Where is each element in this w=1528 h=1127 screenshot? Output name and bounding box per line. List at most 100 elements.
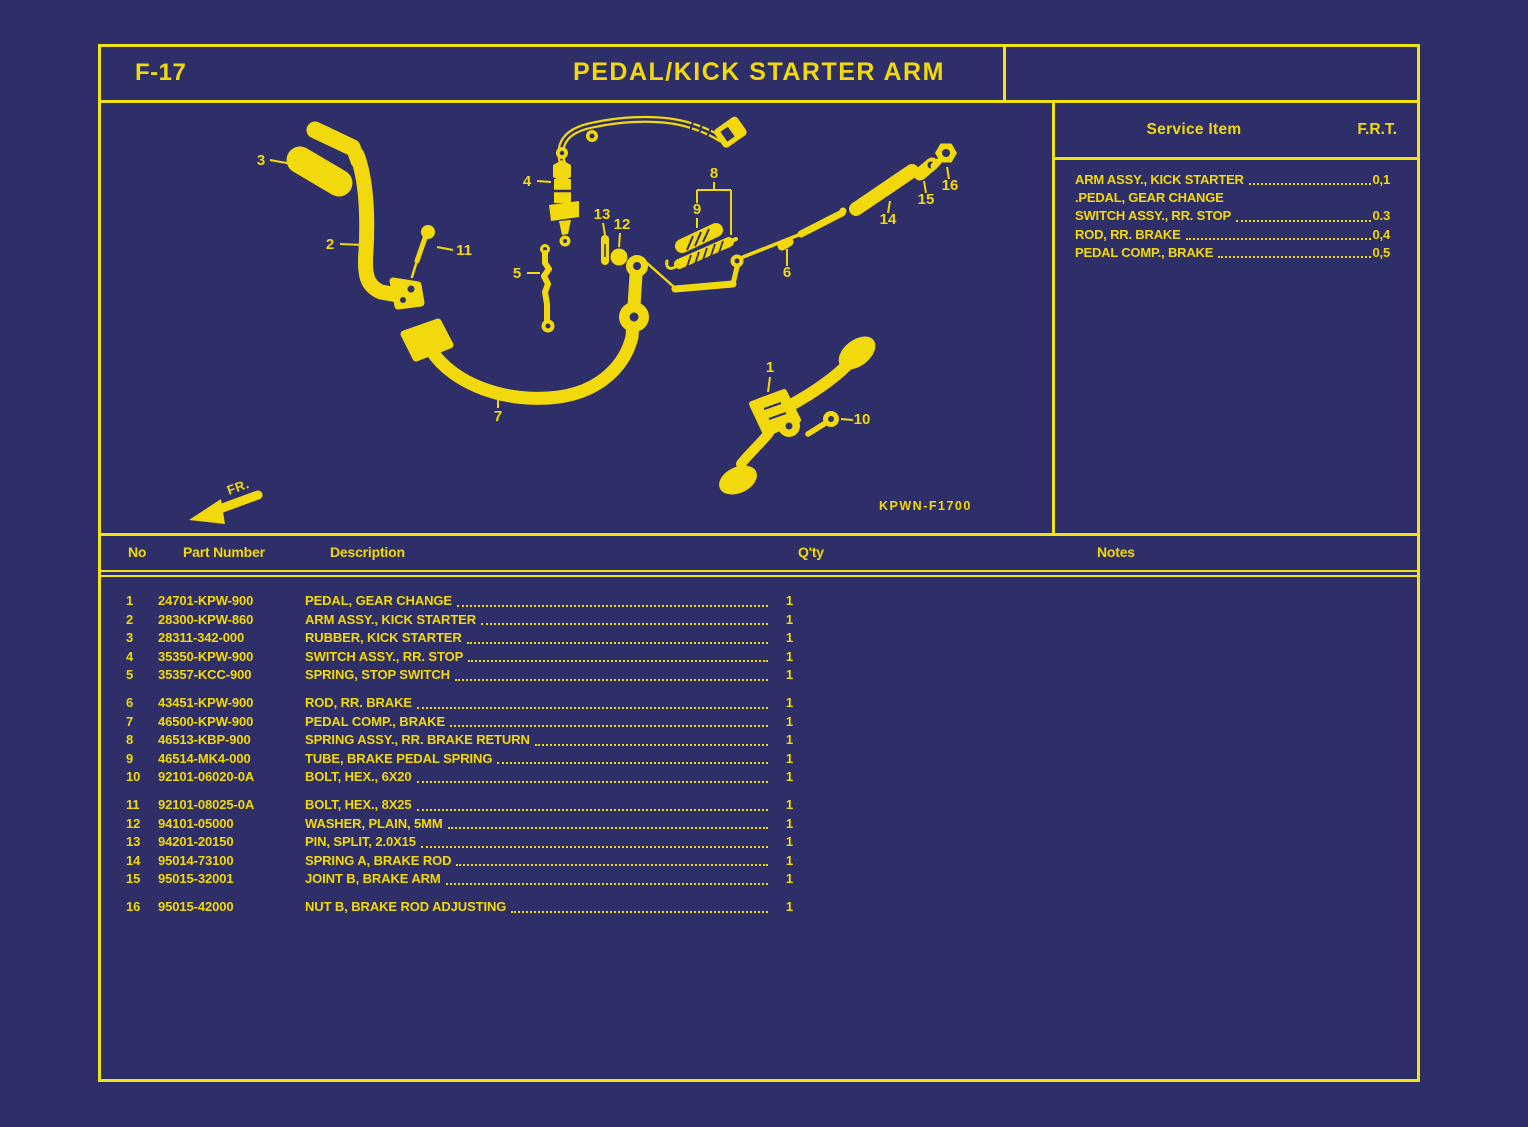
callout-label: 10 xyxy=(854,411,871,428)
ref-no-cell: 8 xyxy=(126,732,134,748)
ref-no-cell: 7 xyxy=(126,713,134,729)
qty-cell: 1 xyxy=(785,852,793,868)
service-item-row: PEDAL COMP., BRAKE 0,5 xyxy=(1075,244,1390,262)
qty-cell: 1 xyxy=(785,667,793,683)
service-item-frt-value: 0,5 xyxy=(1372,244,1391,260)
dotted-leader xyxy=(457,592,768,607)
dotted-leader xyxy=(497,750,768,765)
qty-cell: 1 xyxy=(785,630,793,646)
callout-label: 13 xyxy=(594,206,611,223)
callout-label: 11 xyxy=(456,242,472,259)
qty-cell: 1 xyxy=(785,871,793,887)
description-text: PEDAL COMP., BRAKE xyxy=(305,713,446,729)
qty-cell: 1 xyxy=(785,611,793,627)
part-number-cell: 24701-KPW-900 xyxy=(158,593,254,608)
table-row: 13 94201-20150 PIN, SPLIT, 2.0X15 1 xyxy=(101,833,1417,852)
ref-no-cell: 15 xyxy=(126,871,141,887)
qty-cell: 1 xyxy=(785,815,793,831)
page-frame: F-17 PEDAL/KICK STARTER ARM xyxy=(98,44,1420,1082)
description-text: RUBBER, KICK STARTER xyxy=(305,630,462,646)
notes-cell xyxy=(793,611,1417,630)
description-cell: SPRING ASSY., RR. BRAKE RETURN xyxy=(305,731,771,750)
notes-cell xyxy=(793,629,1417,648)
dotted-leader xyxy=(420,833,768,848)
description-text: PIN, SPLIT, 2.0X15 xyxy=(305,834,416,850)
ref-no-cell: 3 xyxy=(126,630,134,646)
callout-label: 9 xyxy=(693,201,701,218)
page-code: F-17 xyxy=(135,59,187,86)
page-title: PEDAL/KICK STARTER ARM xyxy=(573,58,945,86)
col-header-no: No xyxy=(128,544,147,560)
service-item-frt-value: 0.3 xyxy=(1372,208,1391,224)
part-number-cell: 95015-32001 xyxy=(158,871,234,887)
notes-cell xyxy=(793,592,1417,611)
service-item-row: .PEDAL, GEAR CHANGE xyxy=(1075,189,1390,207)
ref-no-cell: 14 xyxy=(126,852,141,868)
ref-no-cell: 5 xyxy=(126,667,134,683)
notes-cell xyxy=(793,852,1417,871)
description-cell: SWITCH ASSY., RR. STOP xyxy=(305,648,771,667)
service-item-row: SWITCH ASSY., RR. STOP 0.3 xyxy=(1075,207,1390,225)
notes-cell xyxy=(793,870,1417,889)
description-cell: WASHER, PLAIN, 5MM xyxy=(305,815,771,834)
service-item-frt-value: 0,4 xyxy=(1372,226,1391,242)
dotted-leader xyxy=(454,666,768,681)
qty-cell: 1 xyxy=(785,834,793,850)
col-header-qty: Q'ty xyxy=(798,544,824,560)
brake-pedal-drawing xyxy=(400,255,676,405)
description-cell: SPRING, STOP SWITCH xyxy=(305,666,771,685)
table-row: 2 28300-KPW-860 ARM ASSY., KICK STARTER 1 xyxy=(101,611,1417,630)
ref-no-cell: 2 xyxy=(126,611,134,627)
dotted-leader xyxy=(1248,171,1371,186)
ref-no-cell: 6 xyxy=(126,694,134,710)
kick-starter-arm-drawing xyxy=(286,121,435,310)
callout-label: 15 xyxy=(918,191,935,208)
dotted-leader xyxy=(416,796,768,811)
notes-cell xyxy=(793,731,1417,750)
service-item-name: PEDAL COMP., BRAKE xyxy=(1075,244,1214,260)
notes-cell xyxy=(793,666,1417,685)
service-item-name: ARM ASSY., KICK STARTER xyxy=(1075,172,1244,187)
description-text: ARM ASSY., KICK STARTER xyxy=(305,611,477,627)
dotted-leader xyxy=(468,648,768,663)
description-text: SPRING, STOP SWITCH xyxy=(305,667,450,683)
title-bar-divider xyxy=(1003,47,1006,100)
brake-rod-spring-joint-drawing xyxy=(849,143,957,216)
qty-cell: 1 xyxy=(785,796,793,812)
stop-switch-drawing xyxy=(549,115,747,247)
description-text: NUT B, BRAKE ROD ADJUSTING xyxy=(305,898,507,914)
description-text: WASHER, PLAIN, 5MM xyxy=(305,815,443,831)
callout-label: 12 xyxy=(614,216,631,233)
ref-no-cell: 1 xyxy=(126,593,134,608)
description-cell: ARM ASSY., KICK STARTER xyxy=(305,611,771,630)
dotted-leader xyxy=(456,852,768,867)
dotted-leader xyxy=(416,694,768,709)
ref-no-cell: 11 xyxy=(126,796,140,812)
part-number-cell: 95014-73100 xyxy=(158,852,234,868)
part-number-cell: 94201-20150 xyxy=(158,834,234,850)
service-item-frt-value: 0,1 xyxy=(1372,172,1391,187)
callout-label: 14 xyxy=(880,211,897,228)
service-item-name: SWITCH ASSY., RR. STOP xyxy=(1075,208,1231,224)
brake-arm-bracket-drawing xyxy=(671,254,744,293)
part-number-cell: 92101-08025-0A xyxy=(158,796,255,812)
part-number-cell: 28300-KPW-860 xyxy=(158,611,254,627)
part-number-cell: 43451-KPW-900 xyxy=(158,694,254,710)
notes-cell xyxy=(793,648,1417,667)
notes-cell xyxy=(793,768,1417,787)
notes-cell xyxy=(793,694,1417,713)
part-number-cell: 95015-42000 xyxy=(158,898,234,914)
ref-no-cell: 13 xyxy=(126,834,141,850)
description-cell: ROD, RR. BRAKE xyxy=(305,694,771,713)
